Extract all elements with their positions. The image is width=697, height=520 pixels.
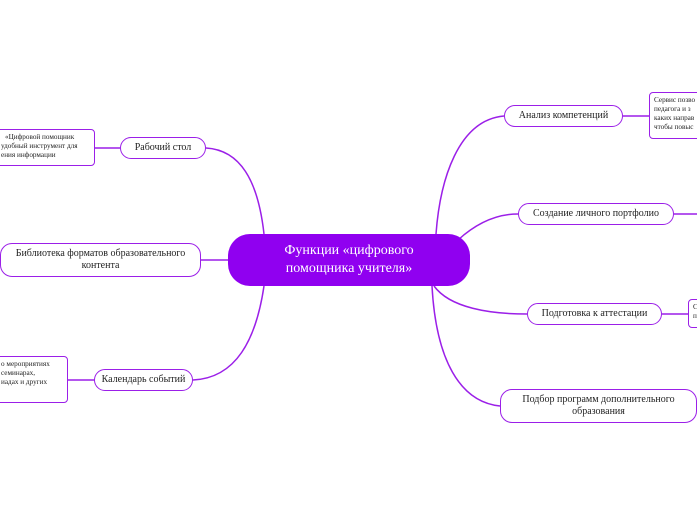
topic-event-calendar[interactable]: Календарь событий	[94, 369, 193, 391]
note-desktop-line: «Цифровой помощник	[5, 133, 75, 141]
note-desktop[interactable]: «Цифровой помощник удобный инструмент дл…	[0, 129, 95, 166]
note-competence-line: педагога и з	[654, 105, 691, 113]
note-desktop-line: удобный инструмент для	[1, 142, 78, 150]
connector-desktop	[205, 147, 265, 235]
note-calendar-line: о мероприятиях	[1, 360, 50, 368]
connector-attestation	[433, 285, 528, 315]
topic-portfolio-label: Создание личного портфолио	[533, 208, 659, 219]
note-attestation[interactable]: С п	[688, 299, 697, 328]
note-calendar[interactable]: о мероприятиях семинарах, иадах и других	[0, 356, 68, 403]
central-topic-line1: Функции «цифрового	[284, 243, 414, 258]
topic-attestation[interactable]: Подготовка к аттестации	[527, 303, 662, 325]
topic-additional-education-label: Подбор программ дополнительного образова…	[522, 394, 675, 417]
note-attestation-line: С	[693, 303, 697, 312]
connector-portfolio	[457, 213, 519, 241]
connector-calendar	[192, 285, 265, 381]
topic-competence-analysis-label: Анализ компетенций	[518, 110, 609, 121]
topic-additional-education[interactable]: Подбор программ дополнительного образова…	[500, 389, 697, 423]
topic-competence-analysis[interactable]: Анализ компетенций	[504, 105, 623, 127]
central-topic[interactable]: Функции «цифрового помощника учителя»	[228, 234, 470, 286]
note-competence-line: Сервис позво	[654, 96, 696, 104]
topic-desktop-label: Рабочий стол	[134, 142, 192, 153]
note-competence[interactable]: Сервис позво педагога и з каких направ ч…	[649, 92, 697, 139]
note-competence-line: чтобы повыс	[654, 123, 694, 131]
topic-attestation-label: Подготовка к аттестации	[541, 308, 648, 319]
topic-content-library-label: Библиотека форматов образовательного кон…	[15, 248, 186, 271]
connector-dop	[431, 285, 501, 407]
connector-competence	[435, 115, 505, 235]
note-desktop-line: ения информации	[1, 151, 56, 159]
note-attestation-line: п	[693, 312, 697, 320]
central-topic-line2: помощника учителя»	[285, 261, 413, 276]
topic-desktop[interactable]: Рабочий стол	[120, 137, 206, 159]
note-calendar-line: семинарах,	[1, 369, 36, 377]
topic-event-calendar-label: Календарь событий	[101, 374, 186, 385]
topic-content-library[interactable]: Библиотека форматов образовательного кон…	[0, 243, 201, 277]
topic-portfolio[interactable]: Создание личного портфолио	[518, 203, 674, 225]
note-calendar-line: иадах и других	[1, 378, 48, 386]
note-competence-line: каких направ	[654, 114, 695, 122]
